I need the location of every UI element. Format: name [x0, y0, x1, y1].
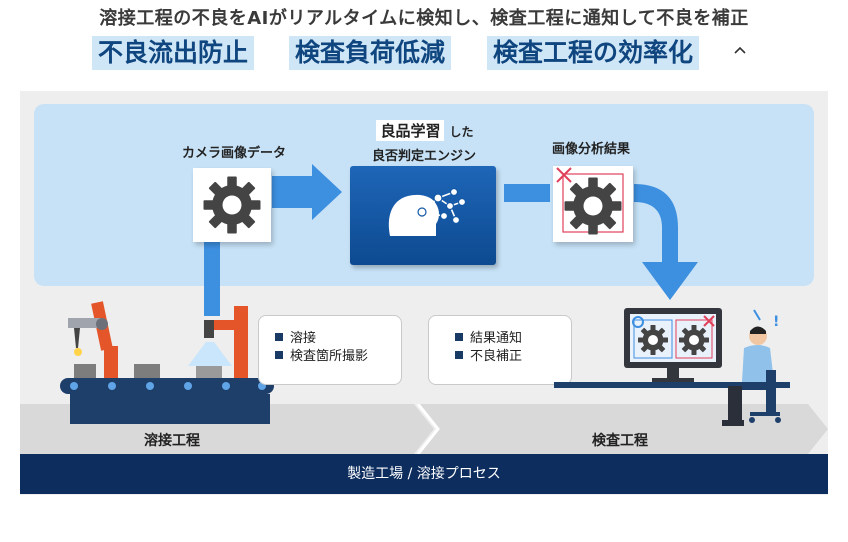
conveyor-icon [60, 378, 274, 424]
inspection-process-label: 検査工程 [592, 433, 648, 449]
engine-label: 良品学習 した [352, 120, 498, 141]
welding-bubble: 溶接 検査箇所撮影 [258, 315, 402, 385]
gear-icon [203, 176, 261, 234]
footer-bar: 製造工場 / 溶接プロセス [20, 454, 828, 494]
inspection-bubble: 結果通知 不良補正 [428, 315, 572, 385]
bubble-item: 結果通知 [455, 330, 571, 348]
inspection-station: ! [554, 308, 790, 426]
bubble-item: 溶接 [275, 330, 401, 348]
engine-label-small: した [449, 125, 474, 139]
result-label: 画像分析結果 [551, 142, 630, 157]
headline: 溶接工程の不良をAIがリアルタイムに検知し、検査工程に通知して不良を補正 [99, 8, 749, 29]
ai-engine-box [350, 166, 496, 265]
robot-arm-icon [60, 301, 274, 424]
keyword-inspection-load: 検査負荷低減 [289, 36, 452, 70]
camera-data-label: カメラ画像データ [181, 146, 286, 161]
defect-gear-icon [556, 167, 624, 235]
welding-process-label: 溶接工程 [144, 433, 200, 449]
bubble-item: 不良補正 [455, 348, 571, 366]
bubble-item: 検査箇所撮影 [275, 348, 401, 366]
keyword-defect-prevention: 不良流出防止 [92, 36, 255, 70]
worker-icon: ! [722, 309, 781, 426]
result-gear-box [553, 166, 633, 242]
chevron-up-icon[interactable] [733, 40, 747, 60]
monitor-icon [624, 308, 722, 382]
keyword-efficiency: 検査工程の効率化 [487, 36, 700, 70]
engine-label-line2: 良否判定エンジン [371, 149, 476, 164]
engine-label-bold: 良品学習 [376, 120, 445, 141]
ai-brain-icon [388, 187, 467, 236]
camera-gear-box [193, 168, 271, 242]
svg-text:!: ! [773, 314, 779, 330]
